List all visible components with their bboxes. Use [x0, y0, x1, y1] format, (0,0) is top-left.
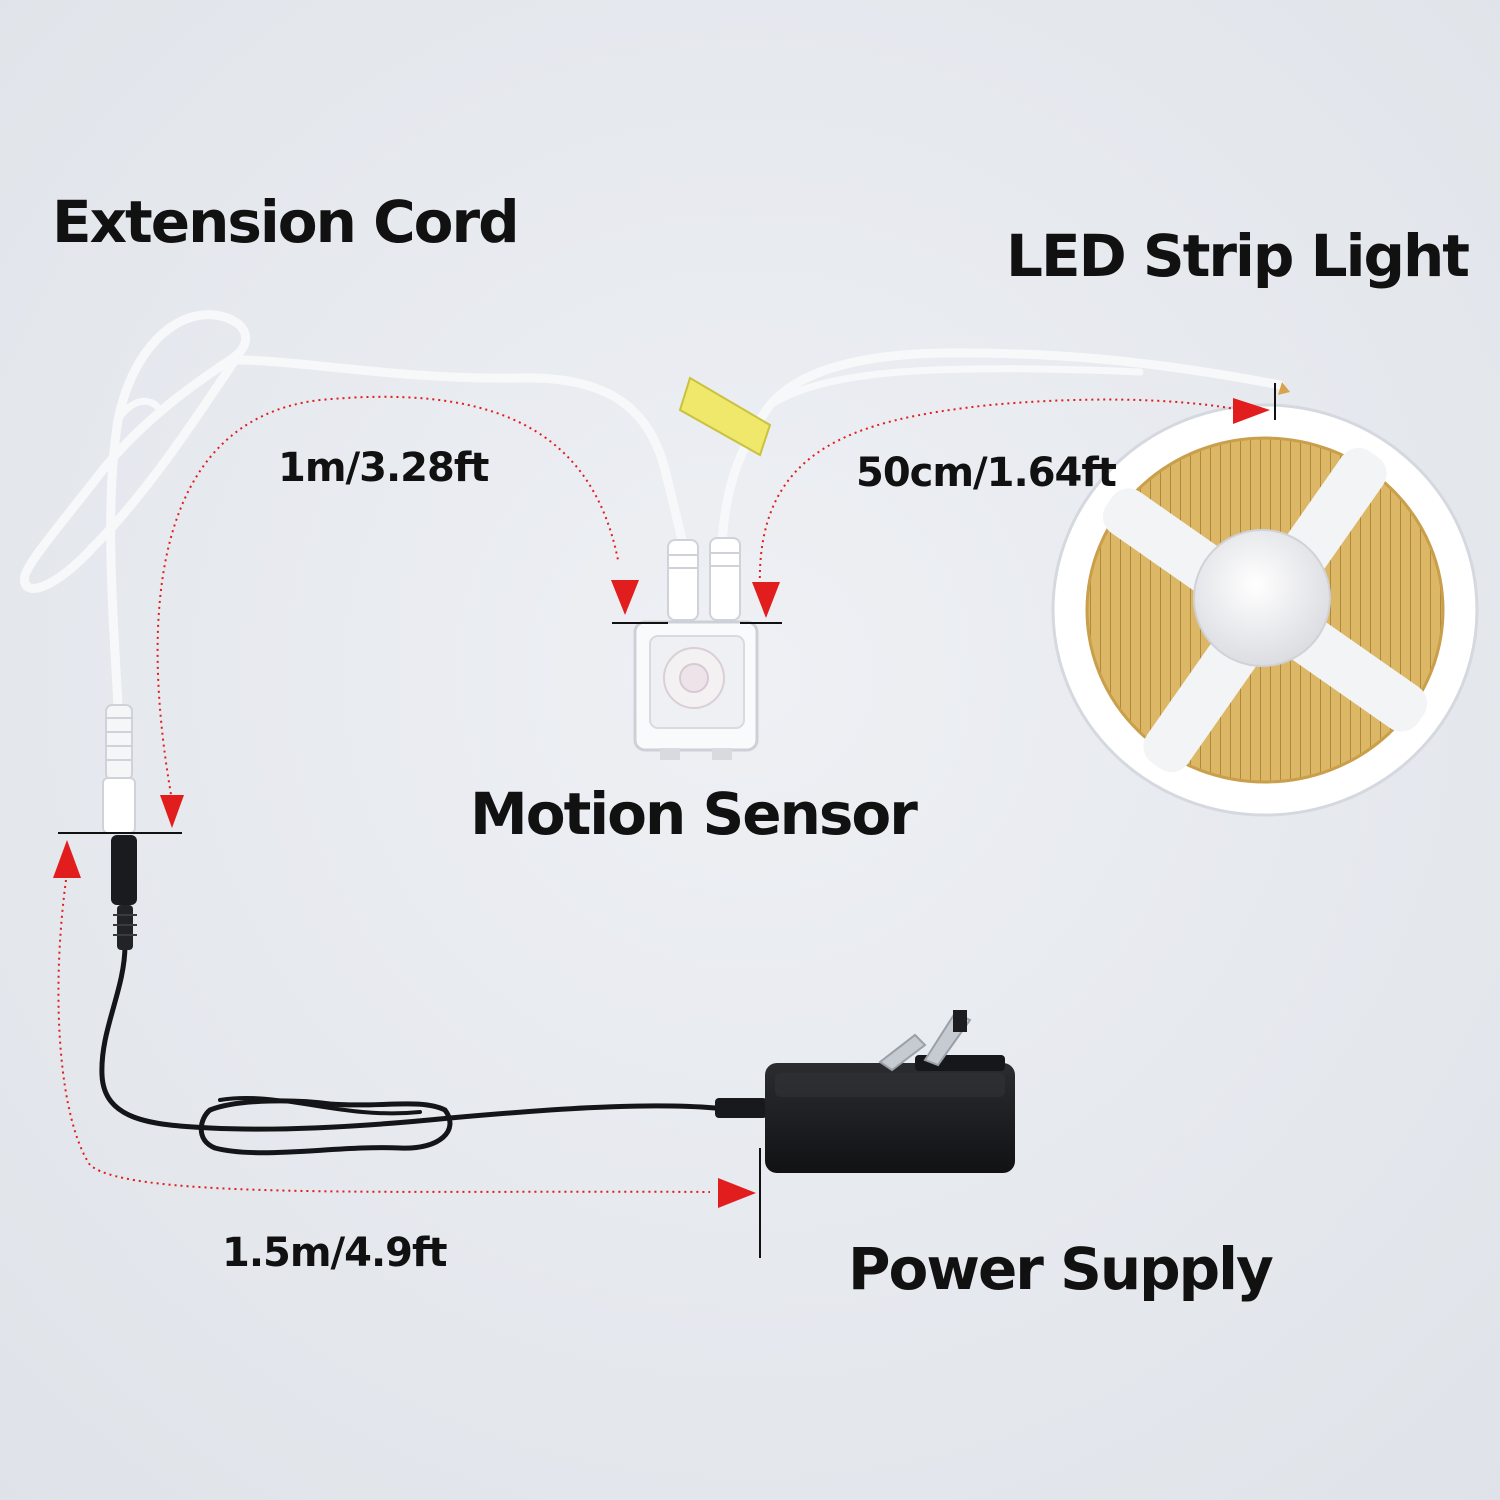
led-lead-plug [709, 537, 741, 621]
extension-cord-male-plug [667, 539, 699, 621]
extension-cord [20, 310, 688, 710]
dimension-arrow-extension [58, 395, 668, 834]
led-strip-reel [1051, 382, 1479, 817]
dimension-arrow-power [53, 840, 761, 1258]
power-barrel-plug [111, 835, 137, 950]
power-supply-label: Power Supply [848, 1235, 1274, 1303]
power-cable [99, 942, 718, 1156]
led-lead-length: 50cm/1.64ft [856, 450, 1117, 496]
led-lead-cable [717, 348, 1285, 550]
led-strip-light-label: LED Strip Light [1006, 222, 1470, 290]
motion-sensor-label: Motion Sensor [470, 780, 918, 848]
power-cable-length: 1.5m/4.9ft [222, 1230, 448, 1276]
motion-sensor-device [633, 620, 759, 760]
extension-cord-label: Extension Cord [52, 188, 520, 256]
power-adapter-body [715, 1010, 1015, 1173]
led-lead-tag [678, 376, 772, 457]
dimension-arrow-led [740, 383, 1276, 624]
extension-cord-female-plug [102, 704, 136, 834]
extension-cord-length: 1m/3.28ft [278, 445, 489, 491]
